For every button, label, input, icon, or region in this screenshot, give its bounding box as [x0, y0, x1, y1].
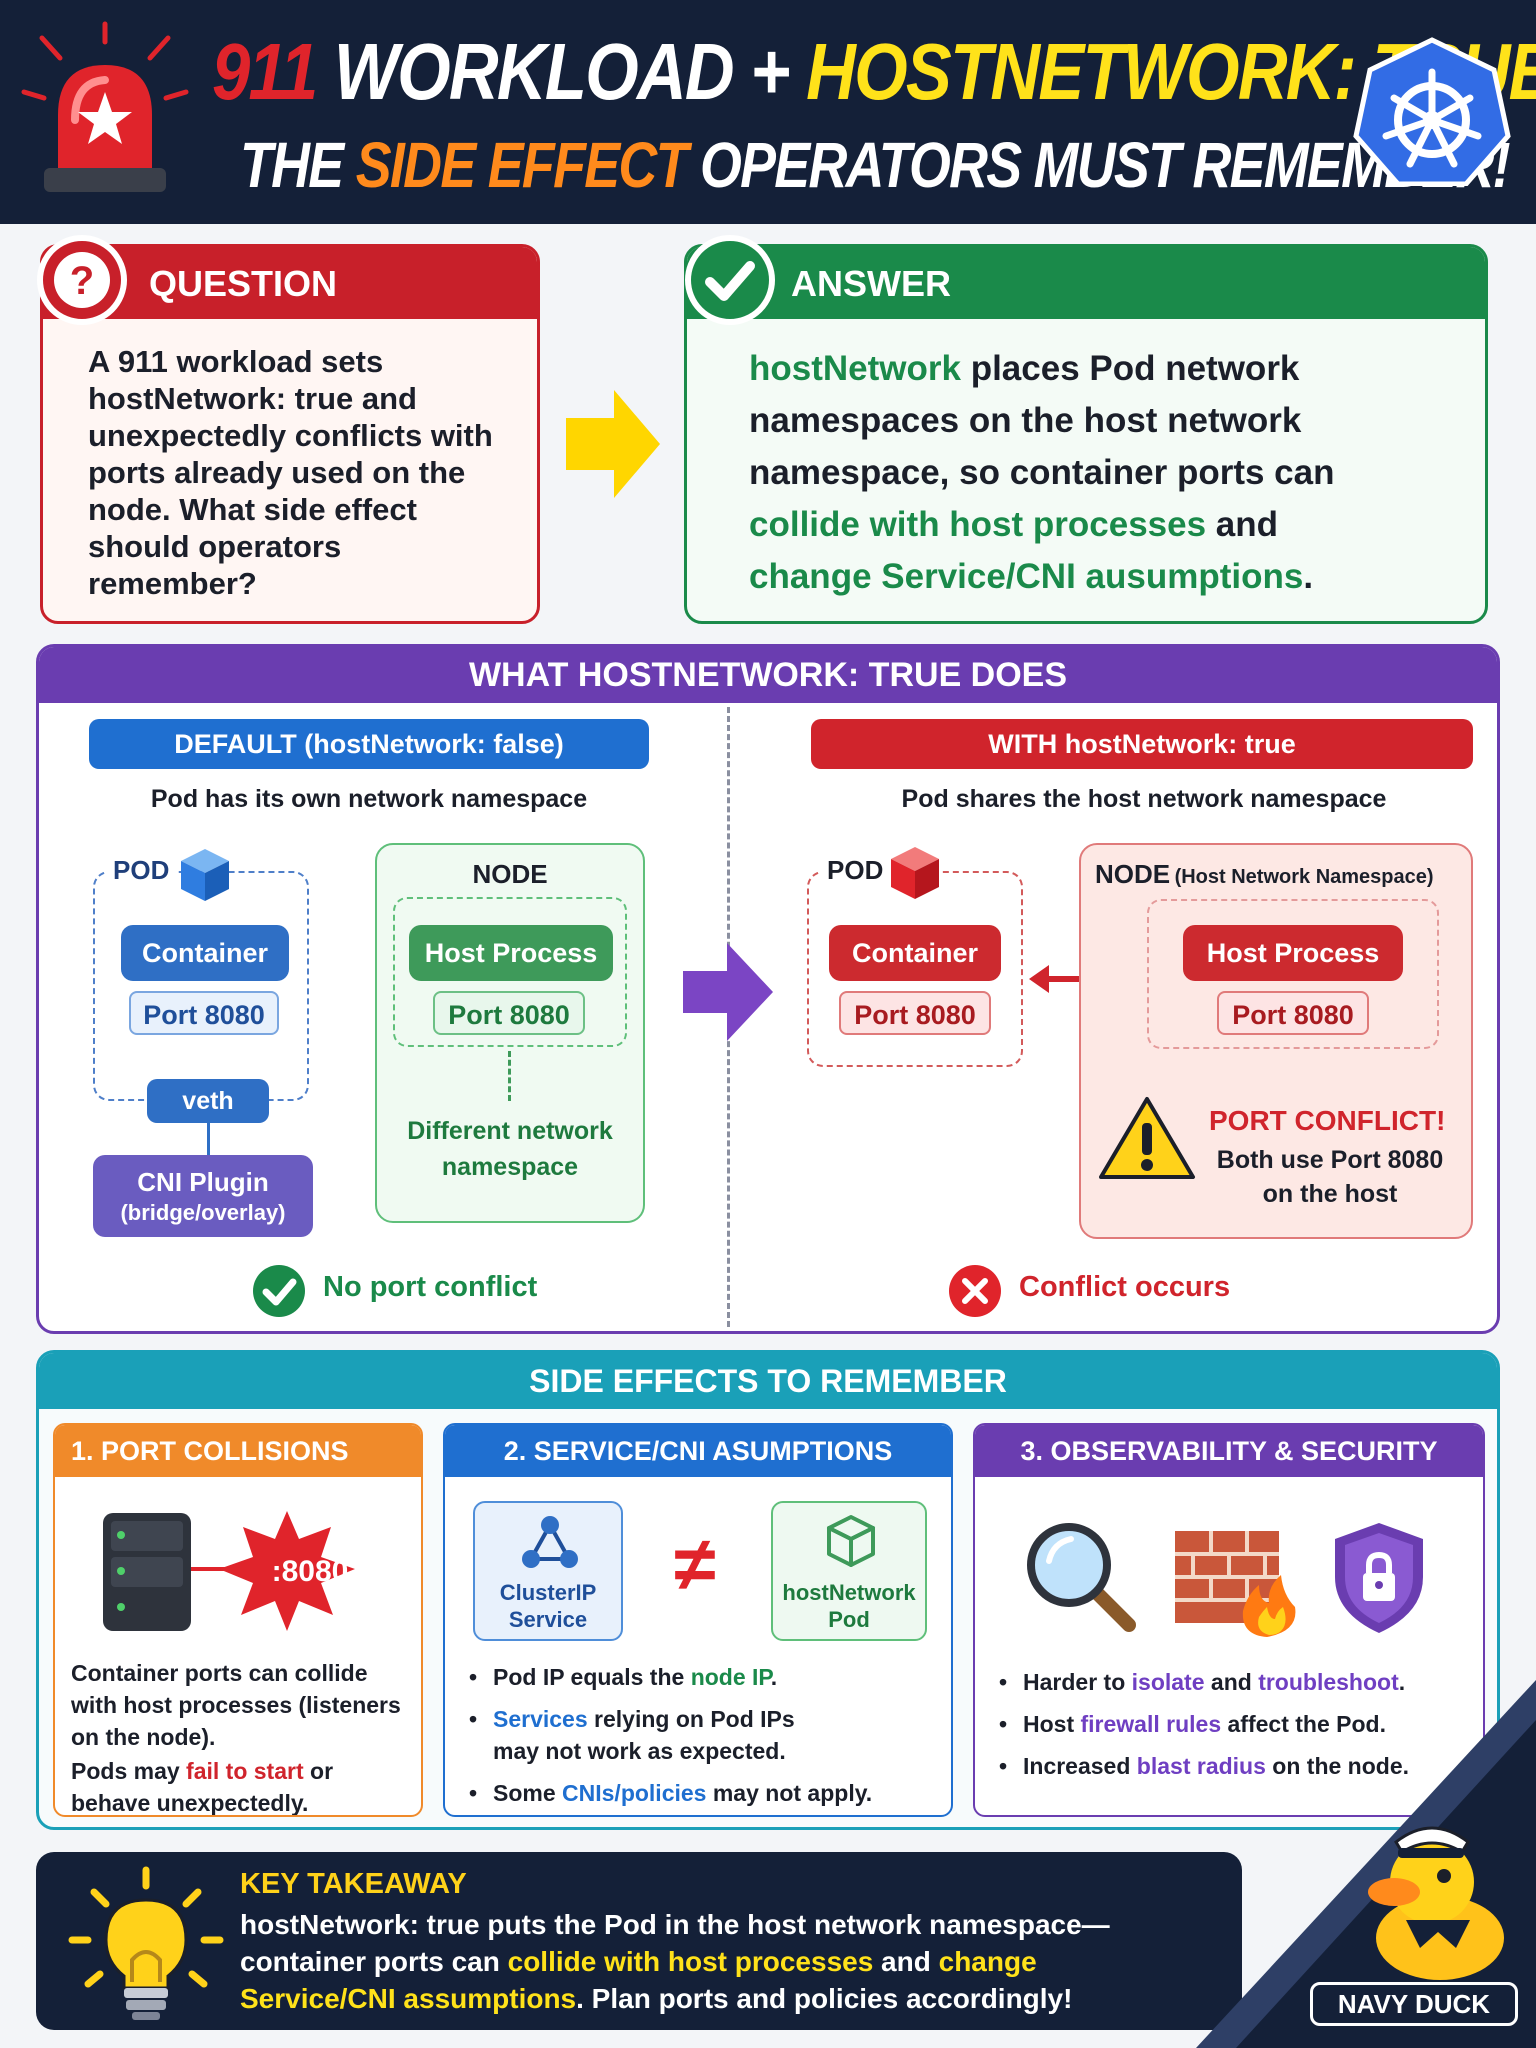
takeaway-title: KEY TAKEAWAY	[240, 1868, 467, 1900]
warning-triangle-icon	[1099, 1097, 1195, 1179]
default-node-label: NODE	[472, 859, 548, 889]
firewall-icon	[1175, 1531, 1296, 1637]
key-takeaway-panel: KEY TAKEAWAY hostNetwork: true puts the …	[36, 1852, 1242, 2030]
observability-card: 3. OBSERVABILITY & SECURITY IMPACT	[973, 1423, 1485, 1817]
server-burst-icon	[103, 1511, 355, 1631]
service-network-icon	[522, 1516, 578, 1568]
port-8080-burst-label: :8080	[271, 1555, 349, 1588]
header-banner: 911 WORKLOAD + HOSTNETWORK: TRUE THE SID…	[0, 0, 1536, 224]
success-check-icon	[253, 1265, 305, 1317]
cni-plugin-box: CNI Plugin (bridge/overlay)	[93, 1155, 313, 1237]
default-pill: DEFAULT (hostNetwork: false)	[89, 719, 649, 769]
with-node-inner	[1147, 899, 1439, 1049]
purple-arrow-icon	[683, 943, 773, 1041]
svg-text:?: ?	[70, 259, 94, 303]
hostnetwork-pod-box: hostNetwork Pod	[771, 1501, 927, 1641]
default-container-port: Port 8080	[129, 991, 279, 1035]
with-host-process: Host Process	[1183, 925, 1403, 981]
answer-card: ANSWER hostNetwork places Pod network na…	[684, 244, 1488, 624]
not-equal-sign: ≠	[674, 1522, 716, 1607]
magnifier-icon	[1027, 1523, 1136, 1632]
no-conflict-text: No port conflict	[323, 1271, 538, 1303]
takeaway-text: hostNetwork: true puts the Pod in the ho…	[240, 1909, 1110, 2014]
siren-icon	[21, 21, 189, 192]
red-cube-icon	[891, 847, 939, 899]
with-pod-label: POD	[821, 855, 890, 886]
answer-text: hostNetwork places Pod network namespace…	[749, 349, 1335, 596]
conflict-occurs-text: Conflict occurs	[1019, 1271, 1231, 1303]
green-cube-icon	[827, 1515, 875, 1567]
with-caption: Pod shares the host network namespace	[901, 785, 1387, 813]
service-cni-card: 2. SERVICE/CNI ASUMPTIONS CHANGE Cluster…	[443, 1423, 953, 1817]
default-pod-box	[93, 871, 309, 1101]
default-host-process: Host Process	[409, 925, 613, 981]
right-arrow-icon	[566, 390, 660, 498]
observability-title: 3. OBSERVABILITY & SECURITY IMPACT	[975, 1425, 1483, 1518]
different-namespace-text: Different network namespace	[407, 1117, 613, 1181]
port-collisions-card: 1. PORT COLLISIONS :8080 Container ports…	[53, 1423, 423, 1817]
brand-badge: NAVY DUCK	[1310, 1982, 1518, 2026]
what-hostnetwork-panel: WHAT HOSTNETWORK: TRUE DOES DEFAULT (hos…	[36, 644, 1500, 1334]
port-collisions-text: Container ports can collide with host pr…	[71, 1660, 401, 1750]
with-node-label: NODE (Host Network Namespace)	[1095, 859, 1434, 889]
port-conflict-title: PORT CONFLICT!	[1209, 1105, 1446, 1136]
port-collisions-title: 1. PORT COLLISIONS	[55, 1425, 421, 1477]
default-container-button: Container	[121, 925, 289, 981]
service-cni-bullets: Pod IP equals the node IP. Services rely…	[467, 1661, 937, 1809]
with-pill: WITH hostNetwork: true	[811, 719, 1473, 769]
error-x-icon	[949, 1265, 1001, 1317]
side-effects-panel: SIDE EFFECTS TO REMEMBER 1. PORT COLLISI…	[36, 1350, 1500, 1830]
question-mark-icon: ?	[37, 235, 127, 325]
with-container-port: Port 8080	[839, 991, 991, 1035]
answer-header: ANSWER	[687, 247, 1485, 319]
default-host-port: Port 8080	[433, 991, 585, 1035]
veth-pill: veth	[147, 1079, 269, 1123]
default-pod-label: POD	[107, 855, 176, 886]
veth-link	[207, 1123, 210, 1157]
port-conflict-text: Both use Port 8080 on the host	[1216, 1146, 1444, 1208]
lightbulb-icon	[68, 1866, 224, 2020]
question-card: QUESTION A 911 workload sets hostNetwork…	[40, 244, 540, 624]
observability-bullets: Harder to isolate and troubleshoot. Host…	[997, 1661, 1477, 1787]
shield-lock-icon	[1335, 1523, 1423, 1633]
title-line-2: THE SIDE EFFECT OPERATORS MUST REMEMBER!	[240, 129, 1511, 201]
service-cni-title: 2. SERVICE/CNI ASUMPTIONS CHANGE	[445, 1425, 951, 1518]
clusterip-service-box: ClusterIP Service	[473, 1501, 623, 1641]
default-caption: Pod has its own network namespace	[150, 785, 588, 813]
question-text: A 911 workload sets hostNetwork: true an…	[88, 344, 493, 601]
port-collisions-text-2: Pods may fail to start or behave unexpec…	[71, 1758, 334, 1816]
title-line-1: 911 WORKLOAD + HOSTNETWORK: TRUE	[212, 27, 1536, 116]
what-title: WHAT HOSTNETWORK: TRUE DOES	[39, 647, 1497, 703]
question-title: QUESTION	[149, 263, 338, 304]
answer-title: ANSWER	[791, 263, 951, 304]
side-effects-title: SIDE EFFECTS TO REMEMBER	[39, 1353, 1497, 1409]
with-host-port: Port 8080	[1217, 991, 1369, 1035]
with-container-button: Container	[829, 925, 1001, 981]
kubernetes-logo-icon	[1353, 37, 1511, 186]
blue-cube-icon	[181, 849, 229, 901]
default-node-link	[508, 1051, 511, 1101]
default-node-inner	[393, 897, 627, 1047]
checkmark-icon	[685, 235, 775, 325]
duck-mascot-icon	[1368, 1826, 1504, 1980]
